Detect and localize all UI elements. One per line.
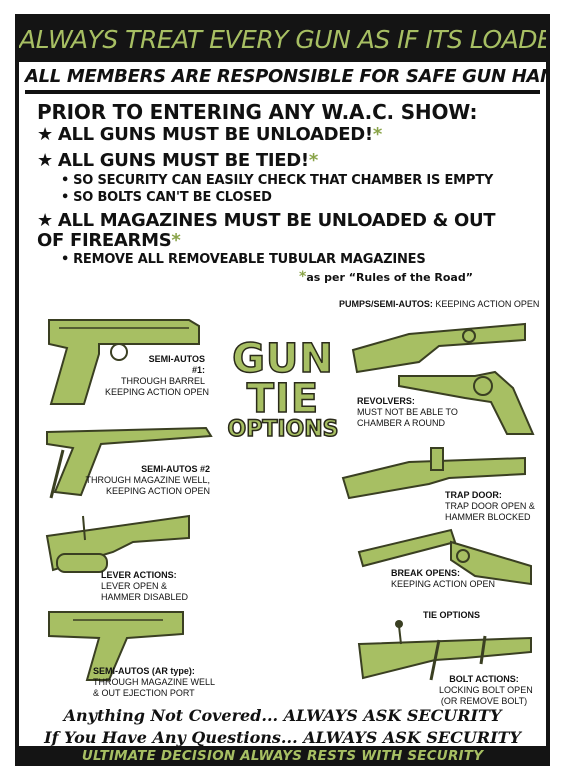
ar-rifle-icon	[43, 608, 188, 683]
rule-tied: ★ALL GUNS MUST BE TIED!*	[37, 150, 507, 171]
label-trap-door: TRAP DOOR: TRAP DOOR OPEN & HAMMER BLOCK…	[445, 490, 535, 522]
pump-shotgun-icon	[349, 316, 529, 374]
label-bolt-actions: BOLT ACTIONS: LOCKING BOLT OPEN (OR REMO…	[439, 674, 533, 706]
trap-door-rifle-icon	[339, 444, 529, 504]
rule-magazines: ★ALL MAGAZINES MUST BE UNLOADED & OUT OF…	[37, 211, 507, 251]
break-open-shotgun-icon	[355, 526, 535, 586]
asterisk-mark: *	[171, 230, 181, 251]
lever-action-rifle-icon	[43, 512, 193, 582]
footnote-text: as per “Rules of the Road”	[306, 271, 473, 284]
bullet-item: •SO SECURITY CAN EASILY CHECK THAT CHAMB…	[61, 173, 494, 188]
asterisk-mark: *	[299, 269, 307, 285]
footnote: *as per “Rules of the Road”	[299, 269, 473, 285]
asterisk-mark: *	[372, 124, 382, 145]
pistol-1911-icon	[39, 314, 204, 409]
top-banner: ALWAYS TREAT EVERY GUN AS IF ITS LOADED	[19, 18, 546, 62]
bottom-banner: ULTIMATE DECISION ALWAYS RESTS WITH SECU…	[19, 746, 546, 762]
footer-line-1: Anything Not Covered... ALWAYS ASK SECUR…	[63, 706, 502, 725]
safety-poster: ALWAYS TREAT EVERY GUN AS IF ITS LOADED …	[15, 14, 550, 766]
label-pumps: PUMPS/SEMI-AUTOS: KEEPING ACTION OPEN	[339, 299, 540, 309]
star-icon: ★	[37, 210, 53, 231]
label-semi-autos-2: SEMI-AUTOS #2 THROUGH MAGAZINE WELL, KEE…	[85, 464, 210, 496]
star-icon: ★	[37, 150, 53, 171]
pistol-luger-icon	[41, 420, 216, 500]
footer-line-2: If You Have Any Questions... ALWAYS ASK …	[44, 728, 521, 747]
revolver-icon	[395, 368, 535, 438]
bullet-item: •SO BOLTS CAN'T BE CLOSED	[61, 190, 272, 205]
label-revolvers: REVOLVERS: MUST NOT BE ABLE TO CHAMBER A…	[357, 396, 458, 428]
gun-tie-options-title: GUN TIE OPTIONS	[227, 336, 339, 442]
asterisk-mark: *	[308, 150, 318, 171]
rule-unloaded: ★ALL GUNS MUST BE UNLOADED!*	[37, 124, 507, 145]
label-lever-actions: LEVER ACTIONS: LEVER OPEN & HAMMER DISAB…	[101, 570, 189, 602]
bolt-action-rifle-icon	[355, 618, 535, 682]
rule-text: ALL GUNS MUST BE UNLOADED!	[57, 124, 373, 145]
label-semi-autos-ar: SEMI-AUTOS (AR type): THROUGH MAGAZINE W…	[93, 666, 216, 698]
bullet-item: •REMOVE ALL REMOVEABLE TUBULAR MAGAZINES	[61, 252, 426, 267]
rule-text: ALL MAGAZINES MUST BE UNLOADED & OUT OF …	[37, 210, 496, 251]
rule-text: ALL GUNS MUST BE TIED!	[57, 150, 309, 171]
tie-options-callout: TIE OPTIONS	[423, 610, 481, 620]
star-icon: ★	[37, 124, 53, 145]
rules-heading: PRIOR TO ENTERING ANY W.A.C. SHOW:	[37, 100, 478, 124]
label-break-opens: BREAK OPENS: KEEPING ACTION OPEN	[391, 568, 496, 589]
label-semi-autos-1: SEMI-AUTOS #1: THROUGH BARREL KEEPING AC…	[105, 354, 210, 397]
subtitle-banner: ALL MEMBERS ARE RESPONSIBLE FOR SAFE GUN…	[25, 64, 546, 94]
